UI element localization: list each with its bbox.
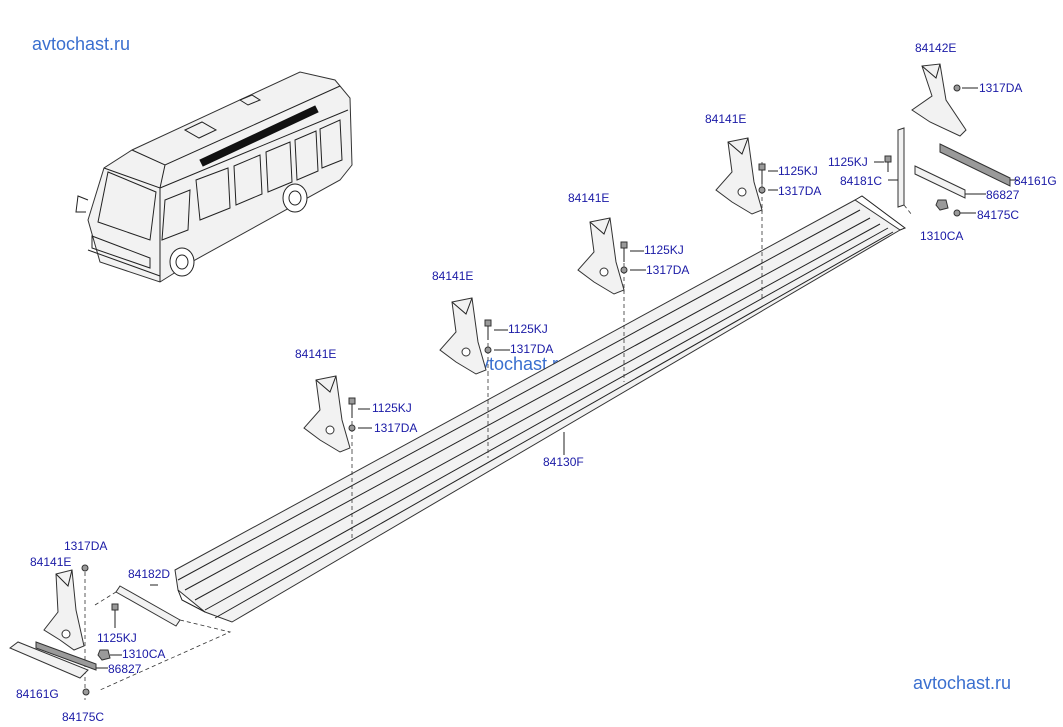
label-b4-1317DA: 1317DA [778, 184, 821, 198]
clip-84175C-left-icon [82, 688, 90, 696]
clip-1317DA-b4-icon [758, 186, 766, 194]
reflector-84161G-left-icon [9, 641, 89, 679]
clip-1317DA-left-icon [81, 564, 89, 572]
bracket-84141E-2 [439, 297, 510, 375]
label-84181C: 84181C [840, 174, 882, 188]
label-b1-84141E: 84141E [295, 347, 336, 361]
watermark-bottom-right: avtochast.ru [913, 673, 1011, 693]
label-left-84182D: 84182D [128, 567, 170, 581]
label-84175C-right: 84175C [977, 208, 1019, 222]
clip-84175C-right-icon [953, 209, 961, 217]
nut-1310CA-right-icon [935, 199, 949, 211]
bracket-84141E-1 [303, 375, 372, 453]
bracket-84141E-3 [577, 217, 646, 295]
bus-illustration [75, 71, 353, 283]
bolt-1125KJ-b4-icon [758, 163, 766, 184]
label-b3-1125KJ: 1125KJ [644, 243, 684, 257]
step-rail-84130F [174, 195, 907, 623]
label-left-84141E: 84141E [30, 555, 71, 569]
label-84130F: 84130F [543, 455, 584, 469]
bolt-1125KJ-left-icon [111, 603, 119, 628]
label-b1-1317DA: 1317DA [374, 421, 417, 435]
bolt-1125KJ-right-icon [884, 155, 892, 172]
label-b4-84141E: 84141E [705, 112, 746, 126]
label-left-1310CA: 1310CA [122, 647, 165, 661]
label-84161G-right: 84161G [1014, 174, 1057, 188]
watermark-top-left: avtochast.ru [32, 34, 130, 54]
label-b3-1317DA: 1317DA [646, 263, 689, 277]
label-left-1317DA: 1317DA [64, 539, 107, 553]
clip-1317DA-b3-icon [620, 266, 628, 274]
reflector-84161G-right-icon [939, 143, 1011, 187]
label-left-1125KJ: 1125KJ [97, 631, 137, 645]
label-b4-1125KJ: 1125KJ [778, 164, 818, 178]
label-left-86827: 86827 [108, 662, 142, 676]
clip-1317DA-top-icon [953, 84, 961, 92]
bolt-1125KJ-b3-icon [620, 241, 628, 262]
bolt-1125KJ-b1-icon [348, 397, 356, 418]
label-b2-84141E: 84141E [432, 269, 473, 283]
label-1125KJ-right: 1125KJ [828, 155, 868, 169]
label-b1-1125KJ: 1125KJ [372, 401, 412, 415]
label-1317DA-top: 1317DA [979, 81, 1022, 95]
clip-1317DA-b1-icon [348, 424, 356, 432]
clip-1317DA-b2-icon [484, 346, 492, 354]
label-left-84161G: 84161G [16, 687, 59, 701]
label-86827-right: 86827 [986, 188, 1020, 202]
bracket-84141E-4 [715, 137, 778, 215]
label-b2-1317DA: 1317DA [510, 342, 553, 356]
left-end-assembly [9, 564, 232, 700]
label-84142E: 84142E [915, 41, 956, 55]
bolt-1125KJ-b2-icon [484, 319, 492, 340]
nut-1310CA-left-icon [97, 649, 111, 661]
label-left-84175C: 84175C [62, 710, 104, 724]
label-b3-84141E: 84141E [568, 191, 609, 205]
label-b2-1125KJ: 1125KJ [508, 322, 548, 336]
right-end-assembly [874, 63, 1018, 217]
label-1310CA-right: 1310CA [920, 229, 963, 243]
